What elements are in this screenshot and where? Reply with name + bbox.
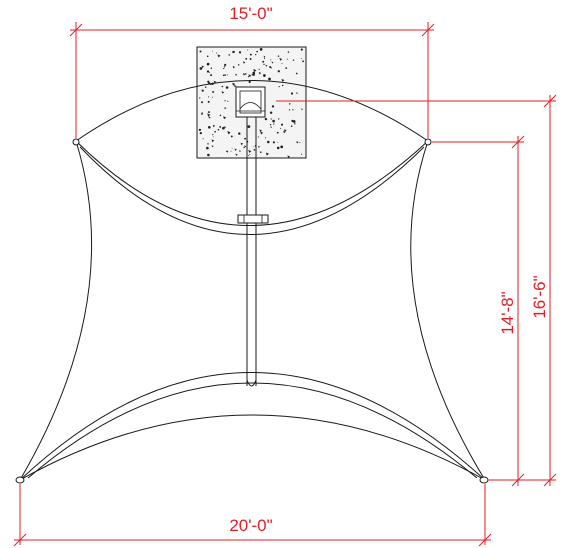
tension-fabric-sail	[15, 80, 489, 484]
base-plate	[235, 86, 266, 118]
top-width-label: 15'-0"	[229, 4, 272, 23]
inner-height-label: 14'-8"	[498, 291, 517, 334]
concrete-footing	[196, 46, 307, 159]
outer-height-label: 16'-6"	[530, 275, 549, 318]
concrete-hatch-pattern	[198, 48, 304, 159]
bottom-width-label: 20'-0"	[229, 516, 272, 535]
steel-column	[237, 117, 269, 387]
dimension-lines	[13, 22, 557, 547]
